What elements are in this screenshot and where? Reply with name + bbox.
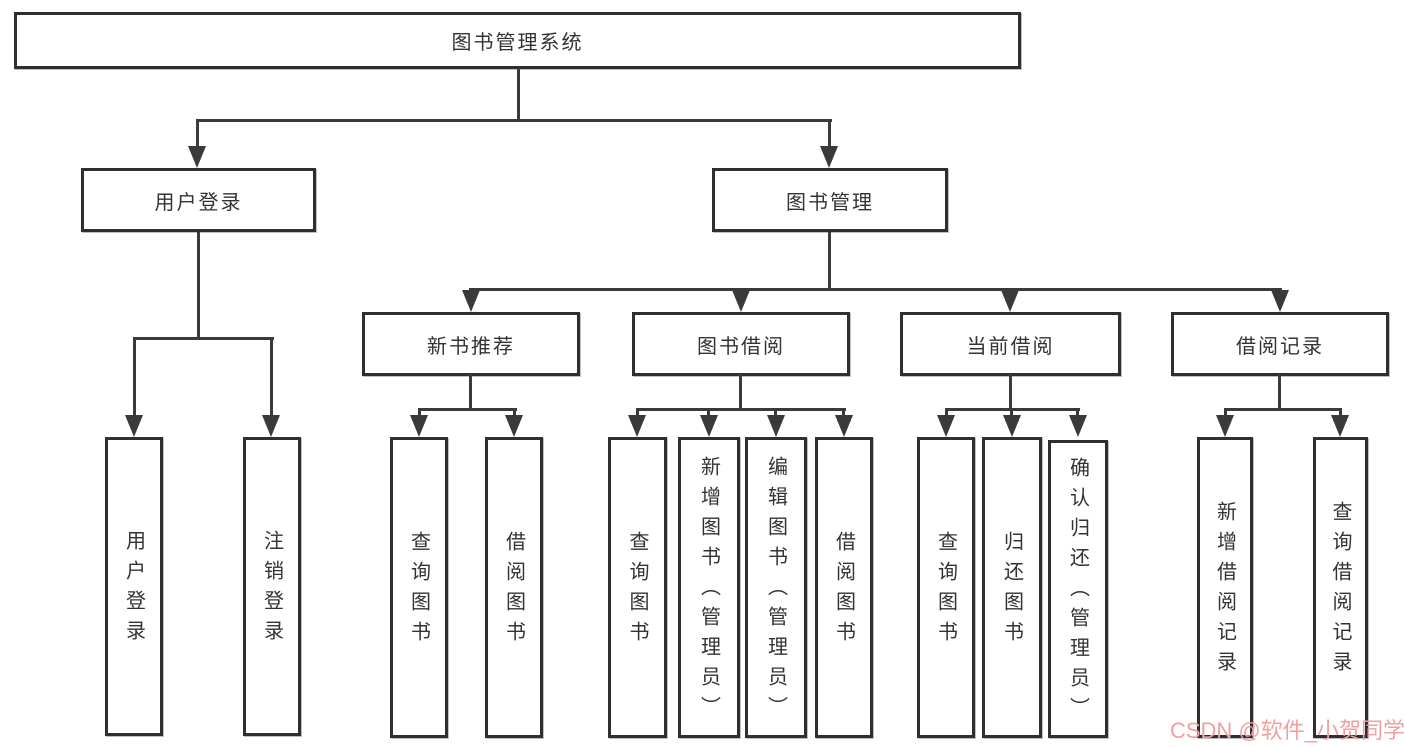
node-label: 图书管理 <box>786 191 874 214</box>
node-new-book-recommend: 新书推荐 <box>362 312 580 376</box>
connector-line <box>517 68 520 121</box>
arrow-down-icon <box>767 415 785 437</box>
connector-line <box>418 408 421 417</box>
connector-line <box>134 337 274 340</box>
connector-line <box>828 232 831 290</box>
connector-line <box>1009 374 1012 410</box>
arrow-down-icon <box>820 146 838 168</box>
node-label: 用户登录 <box>122 529 145 650</box>
arrow-down-icon <box>1331 415 1349 437</box>
arrow-down-icon <box>125 415 143 437</box>
node-user-login: 用户登录 <box>81 168 316 232</box>
arrow-down-icon <box>1069 415 1087 437</box>
arrow-down-icon <box>262 415 280 437</box>
connector-line <box>1224 408 1227 417</box>
node-book-borrowing: 图书借阅 <box>632 312 850 376</box>
node-label: 新书推荐 <box>427 335 515 358</box>
node-label: 用户登录 <box>154 191 243 214</box>
leaf-edit-books-admin: 编辑图书（管理员） <box>745 437 807 738</box>
node-label: 图书借阅 <box>697 335 785 358</box>
arrow-down-icon <box>462 290 480 312</box>
node-label: 注销登录 <box>260 529 283 650</box>
connector-line <box>133 337 136 417</box>
node-label: 查询借阅记录 <box>1329 500 1351 681</box>
node-library-management-system: 图书管理系统 <box>14 12 1021 69</box>
connector-line <box>513 408 516 417</box>
leaf-logout: 注销登录 <box>243 437 301 736</box>
node-label: 查询图书 <box>626 530 648 651</box>
node-label: 借阅图书 <box>502 530 525 651</box>
node-label: 新增图书（管理员） <box>697 455 720 726</box>
arrow-down-icon <box>410 415 428 437</box>
node-label: 借阅记录 <box>1236 335 1324 358</box>
connector-line <box>197 119 832 122</box>
connector-line <box>1224 408 1342 411</box>
node-label: 查询图书 <box>934 530 957 651</box>
connector-line <box>774 408 777 417</box>
leaf-recommend-query-books: 查询图书 <box>390 437 448 738</box>
leaf-user-login: 用户登录 <box>105 437 163 736</box>
node-book-management: 图书管理 <box>712 168 948 232</box>
node-label: 图书管理系统 <box>451 32 584 54</box>
leaf-confirm-return-admin: 确认归还（管理员） <box>1048 440 1108 738</box>
arrow-down-icon <box>700 415 718 437</box>
leaf-borrow-books: 借阅图书 <box>815 437 873 738</box>
connector-line <box>469 288 1281 291</box>
leaf-recommend-borrow-books: 借阅图书 <box>485 437 543 738</box>
connector-line <box>636 408 639 417</box>
arrow-down-icon <box>732 290 750 312</box>
connector-line <box>1339 408 1342 417</box>
connector-line <box>196 119 199 151</box>
node-current-borrowing: 当前借阅 <box>900 312 1121 376</box>
connector-line <box>945 408 948 417</box>
connector-line <box>636 408 846 411</box>
connector-line <box>418 408 517 411</box>
leaf-add-books-admin: 新增图书（管理员） <box>678 437 740 738</box>
connector-line <box>197 232 200 339</box>
arrow-down-icon <box>505 415 523 437</box>
leaf-add-borrow-record: 新增借阅记录 <box>1197 437 1253 738</box>
leaf-return-books: 归还图书 <box>982 437 1042 738</box>
node-label: 编辑图书（管理员） <box>764 455 787 726</box>
connector-line <box>828 119 831 151</box>
node-label: 确认归还（管理员） <box>1066 457 1089 727</box>
arrow-down-icon <box>1216 415 1234 437</box>
arrow-down-icon <box>1003 415 1021 437</box>
arrow-down-icon <box>188 146 206 168</box>
leaf-query-borrow-record: 查询借阅记录 <box>1313 437 1368 738</box>
leaf-borrowing-query-books: 查询图书 <box>608 437 667 738</box>
arrow-down-icon <box>835 415 853 437</box>
connector-line <box>1278 374 1281 410</box>
node-label: 当前借阅 <box>966 335 1055 358</box>
arrow-down-icon <box>1271 290 1289 312</box>
arrow-down-icon <box>628 415 646 437</box>
arrow-down-icon <box>937 415 955 437</box>
connector-line <box>469 374 472 410</box>
node-label: 借阅图书 <box>832 530 855 651</box>
node-borrow-records: 借阅记录 <box>1171 312 1389 376</box>
connector-line <box>270 337 273 417</box>
arrow-down-icon <box>1001 290 1019 312</box>
node-label: 查询图书 <box>407 530 430 651</box>
connector-line <box>707 408 710 417</box>
leaf-current-query-books: 查询图书 <box>917 437 975 738</box>
connector-line <box>1076 408 1079 417</box>
node-label: 归还图书 <box>1000 530 1023 651</box>
connector-line <box>739 374 742 410</box>
connector-line <box>1010 408 1013 417</box>
connector-line <box>842 408 845 417</box>
node-label: 新增借阅记录 <box>1213 500 1236 681</box>
